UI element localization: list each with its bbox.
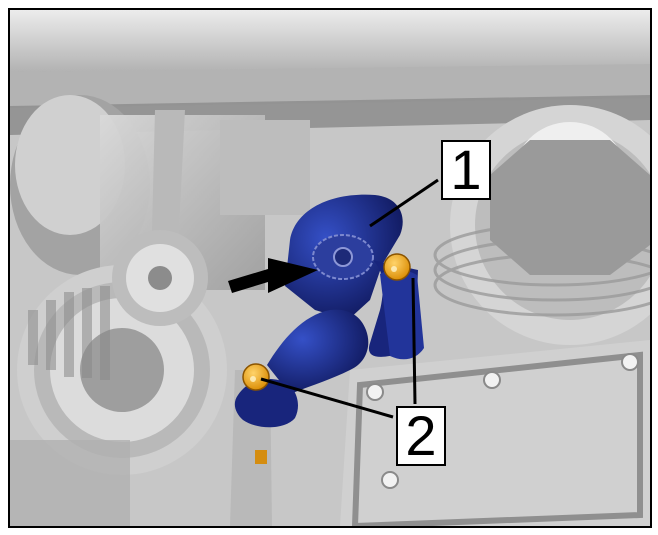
callout-1-box: 1 bbox=[441, 140, 491, 200]
engine-illustration bbox=[10, 10, 650, 526]
callout-2-label: 2 bbox=[405, 404, 437, 467]
callout-2-box: 2 bbox=[396, 406, 446, 466]
callout-1-label: 1 bbox=[450, 138, 482, 201]
diagram-frame: 1 2 bbox=[8, 8, 652, 528]
